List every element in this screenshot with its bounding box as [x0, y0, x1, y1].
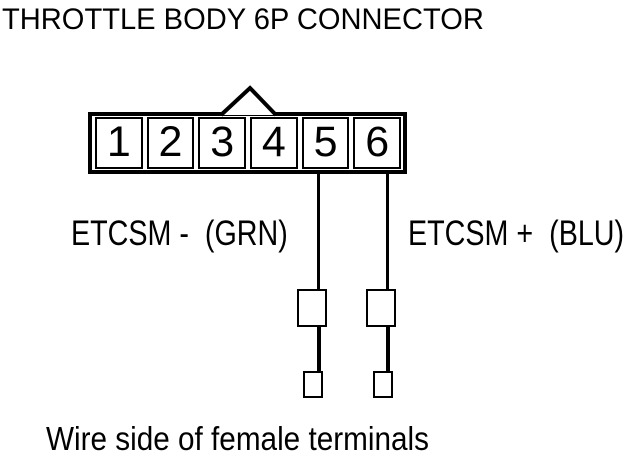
pin-number: 1 [106, 117, 131, 166]
wire-pin6-upper [386, 170, 389, 289]
signal-label-etcsm-minus: ETCSM - (GRN) [71, 214, 288, 253]
probe-tip-pin5 [303, 371, 323, 398]
pin-number: 3 [210, 117, 235, 166]
pin-cell-6: 6 [353, 117, 402, 169]
connector-key-tab-icon [219, 85, 278, 117]
pin-number: 5 [313, 117, 338, 166]
pin-number: 2 [158, 117, 183, 166]
wire-pin6-lower [386, 327, 390, 372]
wire-pin5-lower [317, 327, 321, 372]
diagram-title: THROTTLE BODY 6P CONNECTOR [2, 3, 484, 36]
probe-terminal-pin5 [297, 289, 327, 327]
pin-number: 6 [365, 117, 390, 166]
probe-terminal-pin6 [366, 289, 396, 327]
pin-cell-4: 4 [250, 117, 298, 169]
pin-cell-1: 1 [95, 117, 143, 169]
signal-label-etcsm-plus: ETCSM + (BLU) [408, 214, 625, 253]
pin-cell-2: 2 [146, 117, 195, 169]
connector-body: 1 2 3 4 5 6 [88, 112, 407, 174]
pin-cell-3: 3 [198, 117, 247, 169]
pin-cell-5: 5 [301, 117, 350, 169]
wire-pin5-upper [317, 170, 320, 289]
wire-side-caption: Wire side of female terminals [46, 420, 429, 457]
pin-number: 4 [261, 117, 286, 166]
probe-tip-pin6 [373, 371, 393, 398]
